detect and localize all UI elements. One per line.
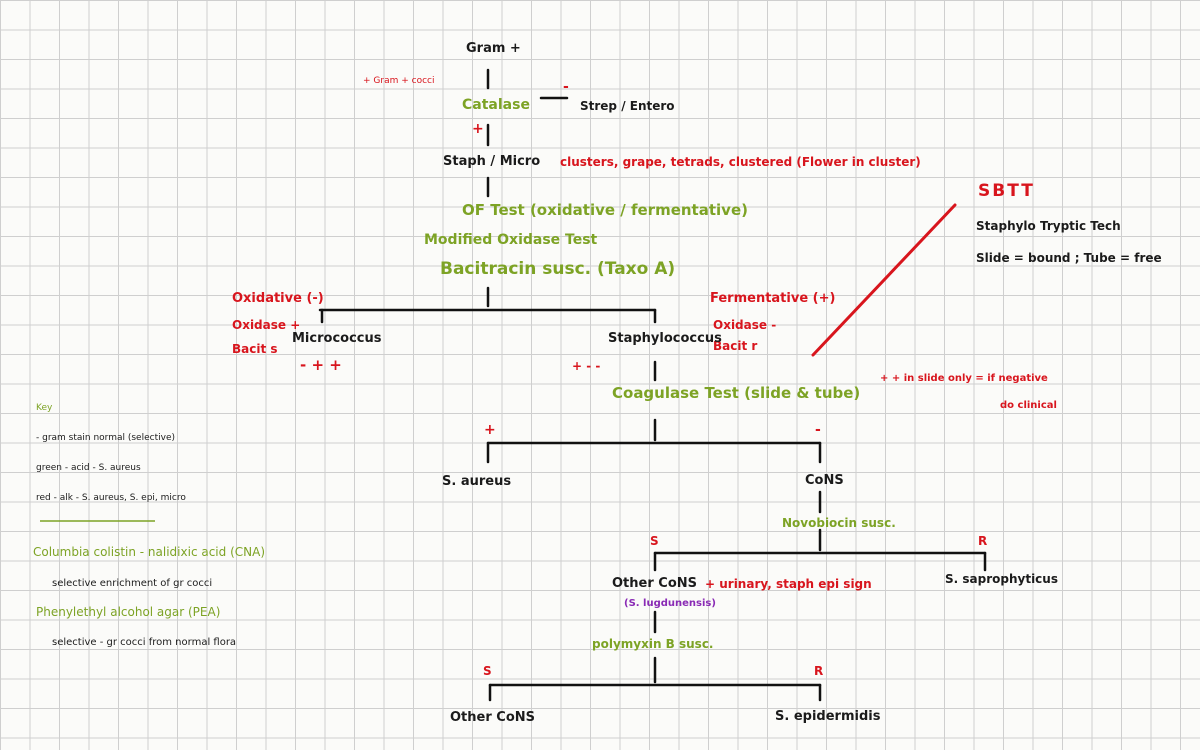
- novobiocin-label: Novobiocin susc.: [782, 516, 896, 530]
- s-saprophyticus-label: S. saprophyticus: [945, 572, 1058, 586]
- polymyxin-label: polymyxin B susc.: [592, 637, 714, 651]
- staph-morphology-note: clusters, grape, tetrads, clustered (Flo…: [560, 155, 921, 169]
- polymyxin-resistant-sign: R: [814, 664, 824, 678]
- s-epidermidis-label: S. epidermidis: [775, 709, 881, 724]
- bacit-susceptible-note: Bacit s: [232, 342, 278, 356]
- pea-label: Phenylethyl alcohol agar (PEA): [36, 605, 221, 619]
- micrococcus-label: Micrococcus: [292, 331, 382, 346]
- cons-label: CoNS: [805, 473, 844, 488]
- of-test-label: OF Test (oxidative / fermentative): [462, 201, 748, 219]
- sbt-line-2: Slide = bound ; Tube = free: [976, 251, 1162, 265]
- coagulase-negative-sign: -: [815, 422, 821, 438]
- staphylococcus-label: Staphylococcus: [608, 331, 722, 346]
- oxidase-positive-note: Oxidase +: [232, 318, 301, 332]
- cna-description: selective enrichment of gr cocci: [52, 578, 213, 589]
- legend-title: Key: [36, 403, 53, 413]
- oxidase-negative-note: Oxidase -: [713, 318, 777, 332]
- gram-positive-label: Gram +: [466, 41, 521, 56]
- gram-cocci-note: + Gram + cocci: [363, 76, 435, 86]
- s-aureus-label: S. aureus: [442, 474, 512, 489]
- other-cons-2-label: Other CoNS: [450, 710, 535, 725]
- catalase-test-label: Catalase: [462, 97, 530, 113]
- catalase-negative-sign: -: [563, 79, 569, 95]
- legend-line-2: green - acid - S. aureus: [36, 463, 141, 473]
- other-cons-sublabel: (S. lugdunensis): [624, 598, 716, 609]
- catalase-positive-sign: +: [472, 121, 484, 137]
- modified-oxidase-label: Modified Oxidase Test: [424, 232, 598, 248]
- staphylococcus-signs: + - -: [572, 359, 601, 373]
- fermentative-label: Fermentative (+): [710, 291, 836, 306]
- micrococcus-signs: - + +: [300, 356, 342, 374]
- novobiocin-resistant-sign: R: [978, 534, 988, 548]
- oxidative-label: Oxidative (-): [232, 291, 324, 306]
- sbt-title: SBTT: [978, 181, 1035, 201]
- cna-label: Columbia colistin - nalidixic acid (CNA): [33, 545, 266, 559]
- coagulase-test-label: Coagulase Test (slide & tube): [612, 384, 861, 402]
- sbt-pointer-line: [811, 203, 957, 357]
- staph-micro-label: Staph / Micro: [443, 154, 541, 169]
- pea-description: selective - gr cocci from normal flora: [52, 637, 237, 648]
- bacit-resistant-note: Bacit r: [713, 339, 758, 353]
- coag-note-line-1: + + in slide only = if negative: [880, 373, 1048, 384]
- legend-line-1: - gram stain normal (selective): [36, 433, 175, 443]
- strep-entero-label: Strep / Entero: [580, 99, 675, 113]
- novobiocin-susceptible-sign: S: [650, 534, 659, 548]
- other-cons-label: Other CoNS: [612, 576, 697, 591]
- bacitracin-label: Bacitracin susc. (Taxo A): [440, 259, 676, 279]
- legend-line-3: red - alk - S. aureus, S. epi, micro: [36, 493, 186, 503]
- sbt-line-1: Staphylo Tryptic Tech: [976, 219, 1121, 233]
- polymyxin-susceptible-sign: S: [483, 664, 492, 678]
- other-cons-note: + urinary, staph epi sign: [705, 577, 872, 591]
- coag-note-line-2: do clinical: [1000, 400, 1057, 411]
- coagulase-positive-sign: +: [484, 422, 496, 438]
